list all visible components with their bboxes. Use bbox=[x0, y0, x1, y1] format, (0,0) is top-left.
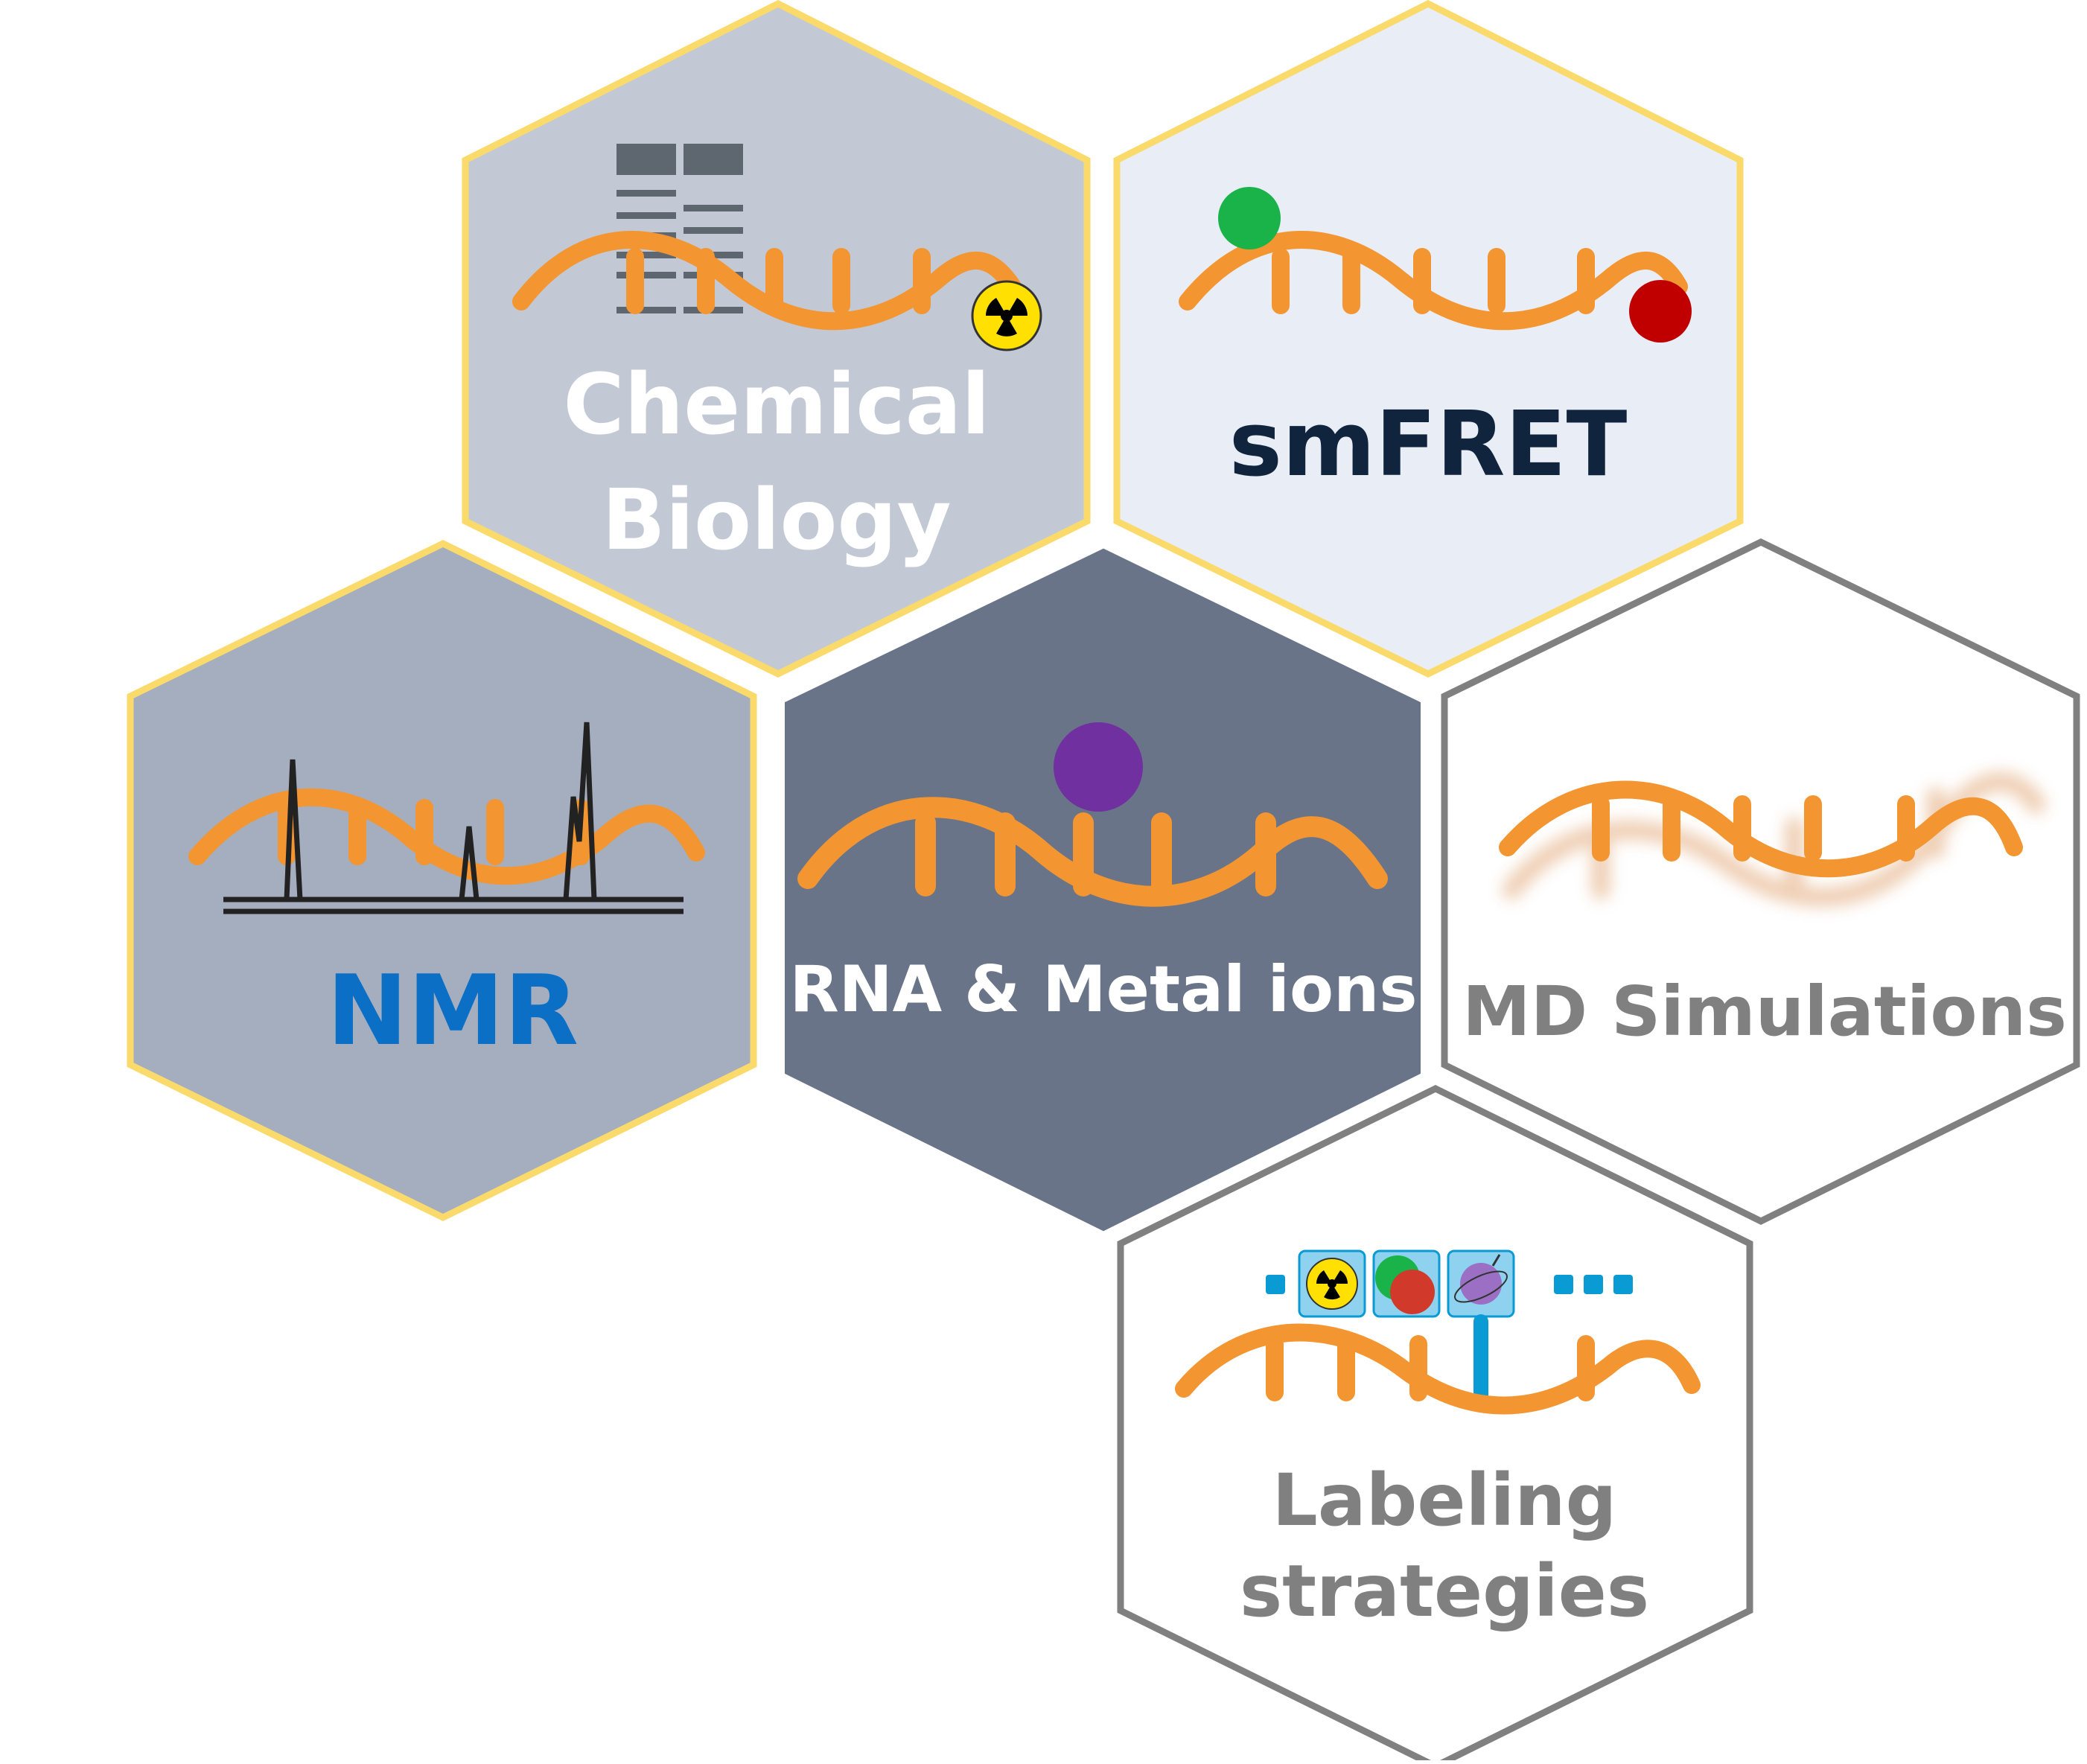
hexagon-md-simulations-label: MD Simulations bbox=[1462, 972, 2067, 1051]
hexagon-labeling-strategies-label-line2: strategies bbox=[1240, 1550, 1649, 1633]
hexagon-smfret: smFRET bbox=[1113, 0, 1744, 678]
hexagon-rna-metal-ions-label: RNA & Metal ions bbox=[789, 952, 1417, 1027]
radioactive-icon bbox=[1298, 1249, 1366, 1318]
fret-dyes-icon bbox=[1372, 1249, 1441, 1318]
rna-strand-icon bbox=[1499, 780, 2023, 878]
acceptor-dye-icon bbox=[1629, 280, 1692, 343]
spin-label-icon bbox=[1447, 1249, 1515, 1318]
hexagon-nmr-shape bbox=[127, 539, 757, 1222]
radioactive-icon bbox=[971, 280, 1042, 351]
rna-strand-icon bbox=[797, 797, 1388, 907]
donor-dye-icon bbox=[1218, 187, 1281, 249]
metal-ion-icon bbox=[1054, 722, 1143, 812]
hexagon-nmr-label: NMR bbox=[327, 954, 579, 1067]
nmr-spectrum-icon bbox=[223, 722, 684, 914]
hexagon-chemical-biology: Chemical Biology bbox=[462, 0, 1091, 678]
hexagon-rna-metal-ions: RNA & Metal ions bbox=[785, 548, 1421, 1232]
hexagon-smfret-label: smFRET bbox=[1229, 393, 1628, 497]
label-linker-icon bbox=[1266, 1275, 1633, 1294]
hexagon-labeling-strategies-shape bbox=[1117, 1084, 1753, 1764]
hexagon-labeling-strategies: Labeling strategies bbox=[1117, 1084, 1753, 1764]
hexagon-smfret-shape bbox=[1113, 0, 1744, 678]
hexagon-md-simulations: MD Simulations bbox=[1441, 538, 2080, 1226]
rna-strand-icon bbox=[1175, 1323, 1701, 1415]
rna-strand-icon bbox=[1179, 231, 1688, 331]
hexagon-labeling-strategies-label-line1: Labeling bbox=[1272, 1459, 1617, 1542]
hexagon-nmr: NMR bbox=[127, 539, 757, 1222]
hexagon-chemical-biology-label-line2: Biology bbox=[602, 472, 951, 569]
hexagon-chemical-biology-label-line1: Chemical bbox=[563, 357, 990, 453]
rna-strand-icon bbox=[512, 231, 1022, 331]
